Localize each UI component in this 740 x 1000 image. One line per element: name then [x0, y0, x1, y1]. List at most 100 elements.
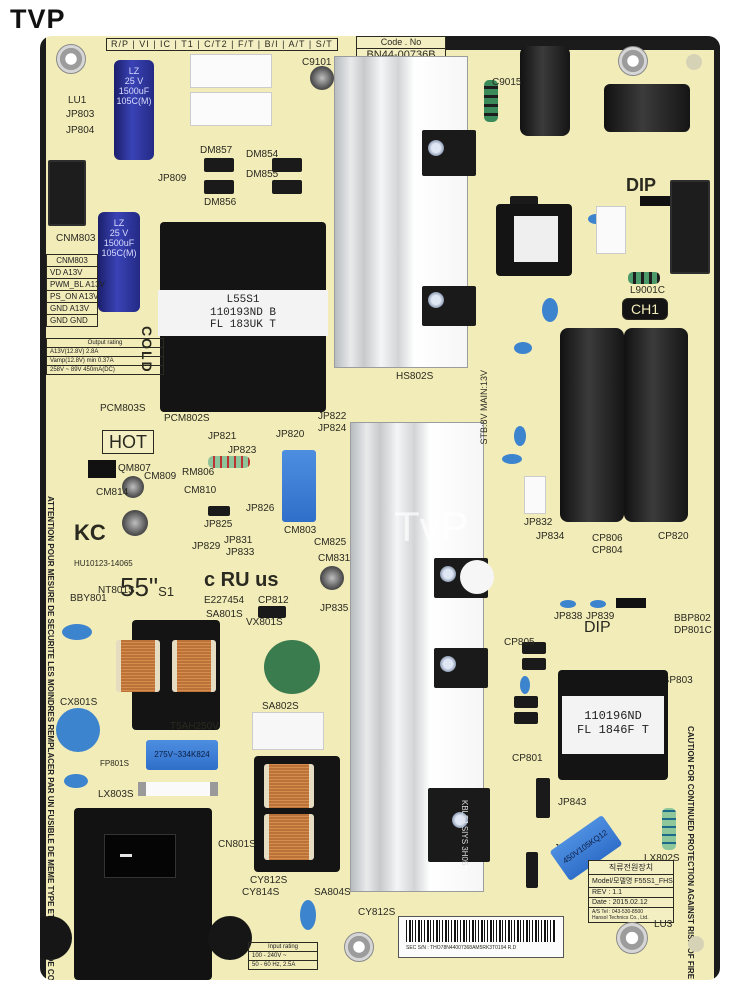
label-cp804: JP838 [554, 611, 583, 622]
label-jp824: JP824 [318, 423, 347, 434]
label-cp806: CP820 [658, 531, 689, 542]
varistor-vx801s [56, 708, 100, 752]
power-resistor-1 [190, 54, 272, 88]
label-cm810: CM810 [184, 485, 217, 496]
label-nt801s: VX801S [246, 617, 283, 628]
label-jp804: JP804 [66, 125, 95, 136]
label-jp832: CP806 [592, 533, 623, 544]
optocoupler-pcm801s [88, 460, 116, 478]
barcode [406, 920, 556, 942]
label-hs802s: HS802S [396, 371, 434, 382]
ceramic-cap-cp804 [560, 600, 576, 608]
overlay-watermark: TvP [394, 503, 469, 550]
resistor-rm806 [208, 456, 250, 468]
diode-dm856 [204, 180, 234, 194]
label-cm831: JP835 [320, 603, 349, 614]
label-rm806: RM806 [182, 467, 215, 478]
dip-label-mid: DIP [584, 619, 611, 636]
attention-warning-text: ATTENTION POUR MESURE DE SECURITE LES MO… [46, 496, 55, 980]
ceramic-cap-cp805 [520, 676, 530, 694]
small-cap-c9101 [310, 66, 334, 90]
label-dp805: JP843 [558, 797, 587, 808]
label-lu4: CY812S [358, 907, 396, 918]
serial-number-text: SEC S/N : THO78N44007368AM5RK3T0194 R.D [406, 945, 517, 951]
label-vx801s: CX801S [60, 697, 98, 708]
ceramic-cap-cy805s [542, 298, 558, 322]
diode-bbp803 [514, 712, 538, 724]
label-jp831: JP833 [226, 547, 255, 558]
label-cy814s: SA804S [314, 887, 351, 898]
switch-on-indicator [120, 854, 132, 857]
label-jp809: JP809 [158, 173, 187, 184]
label-rp820: LX802S [644, 853, 680, 864]
label-r9029: L9001C [630, 285, 666, 296]
label-cy813s: NT801S [98, 585, 135, 596]
bridge-rectifier-label: KBL5J SIYS 3H05 [460, 800, 469, 866]
label-cp812: CM831 [318, 553, 351, 564]
label-jp840: CP801 [512, 753, 543, 764]
left-edge-trace [40, 36, 46, 980]
label-jp838: BBP802 [674, 613, 711, 624]
label-dm810: JP825 [204, 519, 233, 530]
bulk-cap-1 [560, 328, 624, 522]
label-lu1: LU1 [68, 95, 87, 106]
cap-cm814 [122, 510, 148, 536]
label-lx802s: SA801S [206, 609, 243, 620]
label-lp802cs: BBP803 [656, 675, 693, 686]
label-qm807: CM809 [144, 471, 177, 482]
stb-main-voltage-label: STB:8V MAIN:13V [479, 370, 489, 445]
diode-dp805 [536, 778, 550, 818]
x-cap-cx801s: 275V~334K824 [146, 740, 218, 770]
arrow-right-icon [616, 598, 646, 608]
fuse-fp801s [138, 782, 218, 796]
label-jp825: JP826 [246, 503, 275, 514]
label-jp822: JP822 [318, 411, 347, 422]
label-jp839: DP801C [674, 625, 712, 636]
screw-icon [440, 656, 456, 672]
label-cm803: CM803 [284, 525, 317, 536]
screen-size-mark: 55"S1 [120, 572, 175, 602]
label-lx803s: CY812S [250, 875, 288, 886]
label-fp801s: LX803S [98, 789, 134, 800]
ul-recognized-mark: c RU us [204, 569, 279, 591]
mounting-lug-lu4 [344, 932, 374, 962]
screw-icon [452, 812, 468, 828]
label-bem802: CP812 [258, 595, 289, 606]
hot-zone-label: HOT [102, 430, 154, 454]
thermistor-nt801s [264, 640, 320, 694]
x-cap-cx802s [252, 712, 324, 750]
connector-cnm803 [48, 160, 86, 226]
cnm803-pin-table: CNM803 VD A13V PWM_BL A13V PS_ON A13V GN… [46, 254, 105, 327]
qc-stamp-header: R/P | VI | IC | T1 | C/T2 | F/T | B/I | … [106, 38, 338, 51]
choke-winding-4 [264, 814, 314, 860]
mounting-bracket-right [208, 916, 252, 960]
screw-icon [440, 566, 456, 582]
label-jp821: JP821 [208, 431, 237, 442]
diode-dm855 [272, 180, 302, 194]
label-cp807: JP834 [536, 531, 565, 542]
electrolytic-cap-c9015 [520, 46, 570, 136]
mounting-lug-lu3 [616, 922, 648, 954]
label-fuse-rating: FP801S [100, 759, 129, 768]
right-edge-trace [714, 36, 720, 980]
power-resistor-2 [190, 92, 272, 126]
label-cm809: CM814 [96, 487, 129, 498]
diode-bbp801 [522, 658, 546, 670]
label-dm854: DM854 [246, 149, 279, 160]
ceramic-cap-cm811 [514, 426, 526, 446]
label-dp801c: CP805 [504, 637, 535, 648]
diode-bem802 [258, 606, 286, 618]
power-switch[interactable] [104, 834, 176, 878]
label-jp803: JP803 [66, 109, 95, 120]
label-jp826: JP831 [224, 535, 253, 546]
ul-file-number: E227454 [204, 595, 245, 606]
ceramic-cap-cy814s [300, 900, 316, 930]
label-dm856: DM856 [204, 197, 237, 208]
ceramic-cap [514, 342, 532, 354]
label-jp820: JP820 [276, 429, 305, 440]
resistor-r9029 [628, 272, 660, 284]
resistor-cm826 [524, 476, 546, 514]
